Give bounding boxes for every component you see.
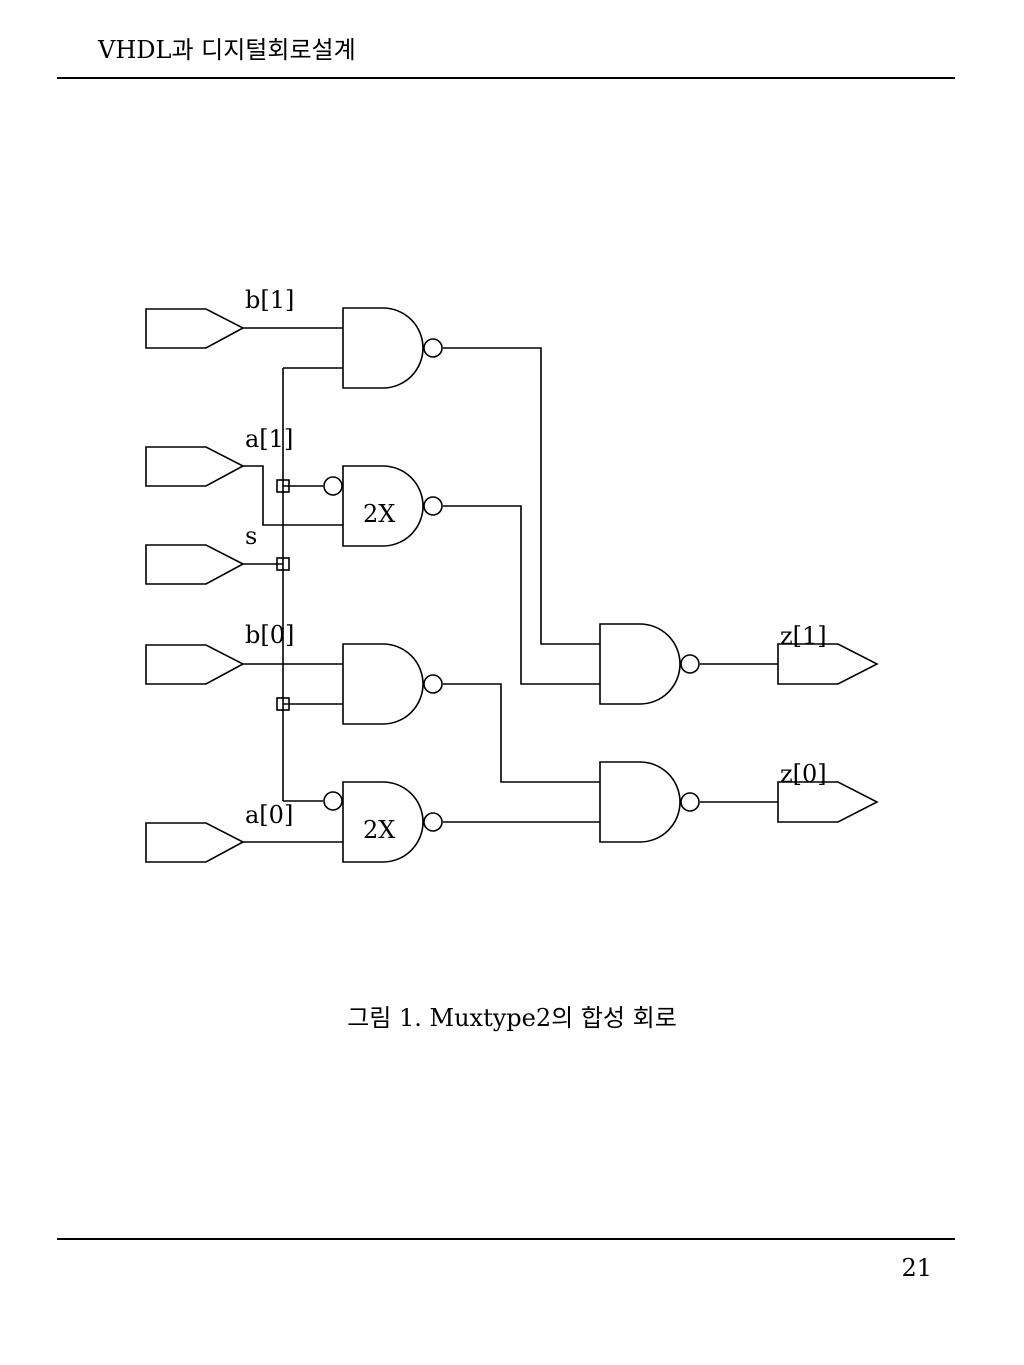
input-port-a0 — [145, 822, 245, 863]
nand-gate-3 — [342, 643, 443, 725]
input-port-b0 — [145, 644, 245, 685]
nand-gate-2x-1 — [323, 465, 443, 547]
output-port-z0 — [777, 781, 879, 823]
footer-rule — [57, 1238, 955, 1240]
wires — [243, 327, 778, 843]
input-port-s — [145, 544, 245, 585]
input-port-b1 — [145, 308, 245, 349]
figure-caption: 그림 1. Muxtype2의 합성 회로 — [347, 1004, 677, 1032]
output-port-z1 — [777, 643, 879, 685]
label-z0: z[0] — [780, 760, 827, 788]
nand-gate-out-0 — [599, 761, 700, 843]
input-port-a1 — [145, 446, 245, 487]
junction-markers — [276, 479, 290, 711]
page-header-title: VHDL과 디지털회로설계 — [98, 36, 356, 64]
nand-gate-out-1 — [599, 623, 700, 705]
gate-label-2x-2: 2X — [363, 816, 395, 844]
label-s: s — [245, 522, 257, 550]
nand-gate-1 — [342, 307, 443, 389]
page-number: 21 — [901, 1254, 932, 1282]
header-rule — [57, 77, 955, 79]
label-a0: a[0] — [245, 801, 293, 829]
label-b1: b[1] — [245, 286, 294, 314]
nand-gate-2x-2 — [323, 781, 443, 863]
label-z1: z[1] — [780, 622, 827, 650]
gate-label-2x-1: 2X — [363, 500, 395, 528]
label-a1: a[1] — [245, 425, 293, 453]
label-b0: b[0] — [245, 621, 294, 649]
